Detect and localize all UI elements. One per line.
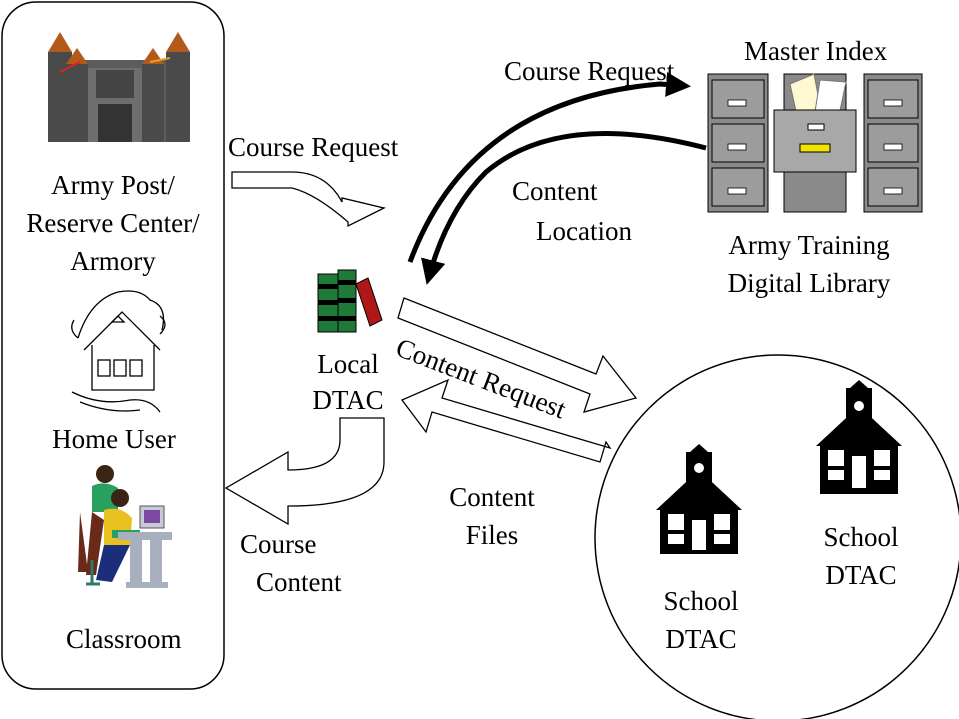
school-house-right-icon bbox=[816, 380, 902, 494]
content-location-curve-arrow bbox=[421, 131, 707, 285]
content-files-line-2: Files bbox=[465, 520, 519, 550]
school-right-label: School DTAC bbox=[806, 518, 916, 594]
school-left-line-1: School bbox=[663, 586, 739, 616]
content-files-hollow-arrow bbox=[400, 378, 612, 463]
library-name-line-2: Digital Library bbox=[727, 268, 891, 298]
local-dtac-line-2: DTAC bbox=[312, 385, 384, 415]
books-icon bbox=[317, 269, 383, 333]
master-index-label: Master Index bbox=[744, 36, 888, 66]
content-files-label: Content Files bbox=[430, 478, 554, 554]
content-location-line-1: Content bbox=[512, 176, 598, 206]
classroom-label: Classroom bbox=[66, 624, 182, 654]
army-post-label: Army Post/ Reserve Center/ Armory bbox=[6, 166, 220, 280]
content-files-line-1: Content bbox=[449, 482, 535, 512]
library-cabinets-icon bbox=[707, 73, 923, 213]
local-dtac-line-1: Local bbox=[317, 349, 379, 379]
content-request-hollow-arrow bbox=[397, 297, 638, 413]
school-right-line-2: DTAC bbox=[825, 560, 897, 590]
house-icon bbox=[71, 290, 166, 413]
home-user-label: Home User bbox=[52, 424, 176, 454]
course-request-hollow-arrow bbox=[231, 171, 386, 228]
castle-icon bbox=[48, 32, 190, 142]
course-content-line-1: Course bbox=[240, 529, 317, 559]
army-post-line-2: Reserve Center/ bbox=[26, 208, 200, 238]
classroom-icon bbox=[78, 465, 172, 588]
library-name-line-1: Army Training bbox=[728, 230, 890, 260]
school-left-line-2: DTAC bbox=[665, 624, 737, 654]
local-dtac-label: Local DTAC bbox=[298, 346, 398, 418]
course-content-hollow-arrow bbox=[224, 417, 385, 526]
school-house-left-icon bbox=[656, 444, 742, 554]
course-request-left-label: Course Request bbox=[228, 132, 399, 162]
school-left-label: School DTAC bbox=[646, 582, 756, 658]
course-request-curve-arrow bbox=[407, 72, 691, 263]
course-content-line-2: Content bbox=[256, 567, 342, 597]
army-post-line-3: Armory bbox=[70, 246, 156, 276]
school-right-line-1: School bbox=[823, 522, 899, 552]
content-location-line-2: Location bbox=[536, 216, 632, 246]
course-request-top-label: Course Request bbox=[504, 56, 675, 86]
army-post-line-1: Army Post/ bbox=[51, 170, 175, 200]
library-name-label: Army Training Digital Library bbox=[700, 226, 918, 302]
left-panel-border bbox=[1, 1, 225, 690]
